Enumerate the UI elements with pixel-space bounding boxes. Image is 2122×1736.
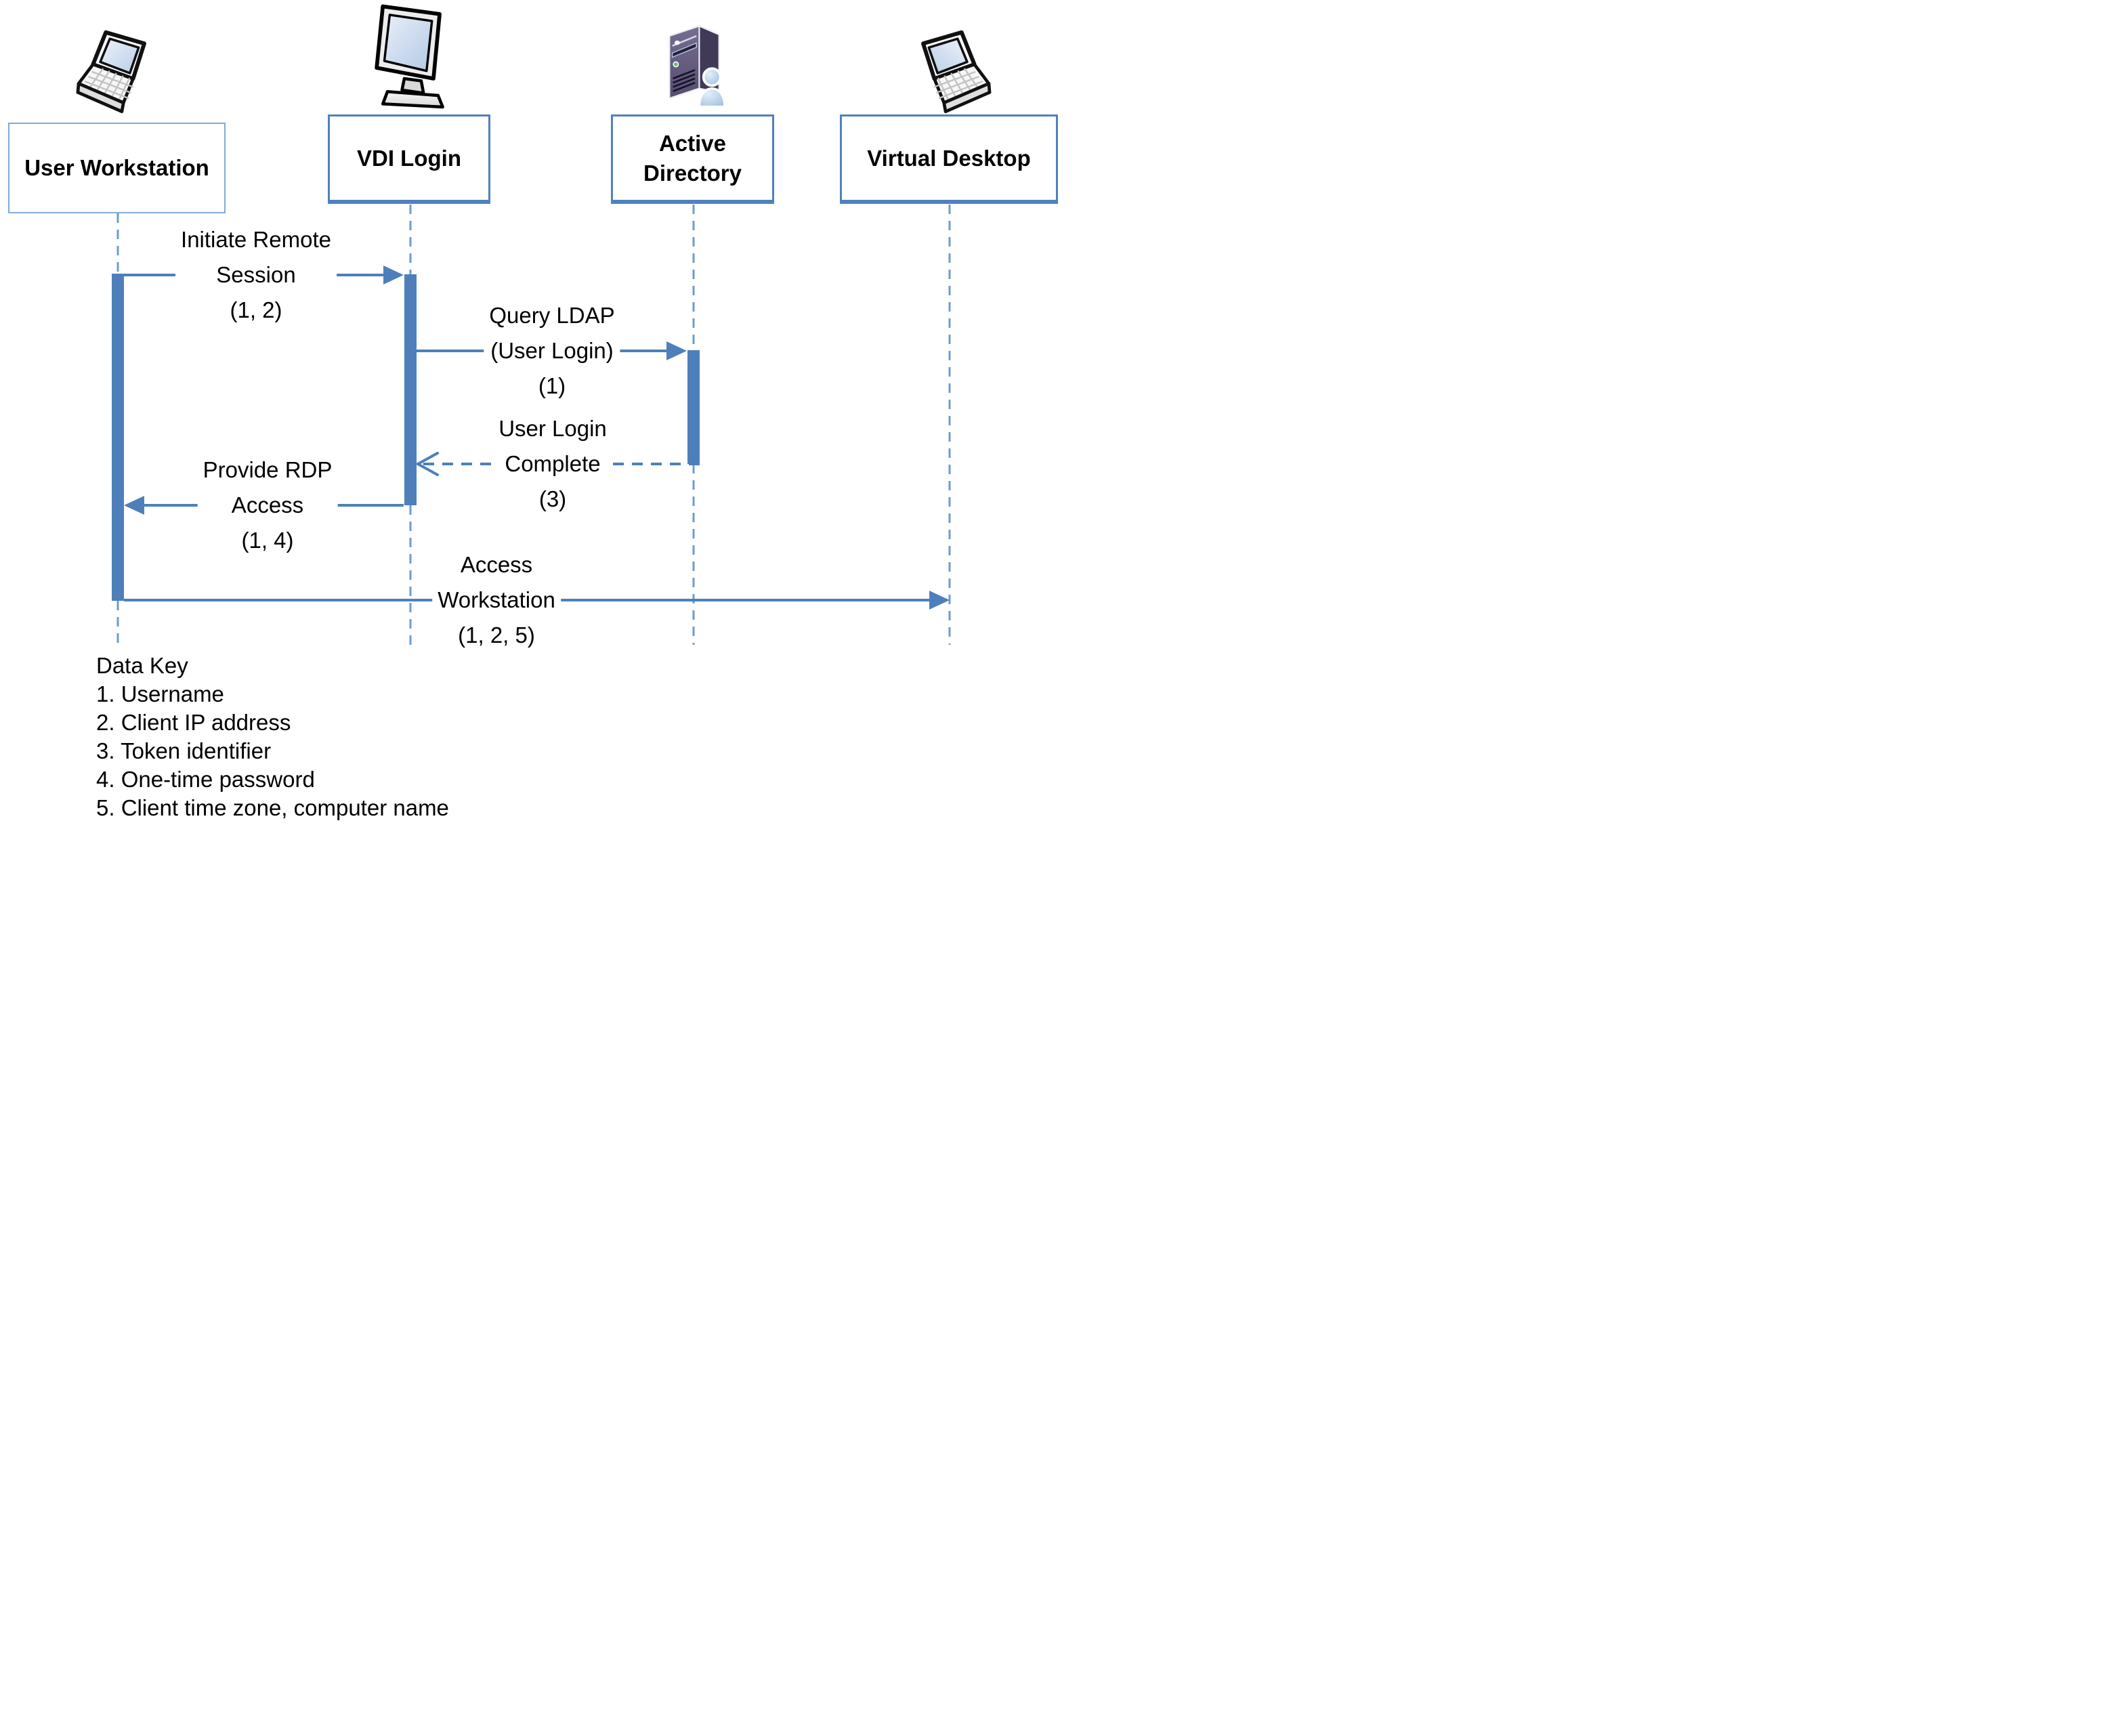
- message-line: Session: [216, 262, 296, 287]
- data-key-title: Data Key: [96, 653, 188, 678]
- data-key-item: 3. Token identifier: [96, 738, 272, 763]
- activation-bar-user-workstation: [112, 274, 124, 601]
- message-line: (User Login): [490, 338, 614, 363]
- arrowhead-provide-rdp-access: [124, 496, 144, 515]
- data-key-item: 5. Client time zone, computer name: [96, 795, 449, 820]
- actor-label: User Workstation: [24, 155, 209, 180]
- message-line: Initiate Remote: [181, 227, 331, 252]
- actor-label: VDI Login: [357, 145, 461, 171]
- message-line: Workstation: [438, 587, 555, 612]
- activation-bar-active-directory: [687, 350, 700, 464]
- sequence-diagram: User Workstation VDI Login Active Direct…: [0, 0, 1061, 868]
- data-key-item: 4. One-time password: [96, 767, 315, 792]
- activation-bar-vdi-login: [404, 274, 417, 505]
- laptop-icon: [921, 30, 992, 114]
- message-line: Access: [460, 552, 533, 577]
- arrowhead-initiate-remote-session: [383, 266, 404, 284]
- actor-box-active-directory: Active Directory: [611, 114, 774, 204]
- monitor-icon: [375, 4, 444, 109]
- message-line: User Login: [498, 416, 607, 441]
- data-key-item: 2. Client IP address: [96, 710, 291, 735]
- server-user-icon: [669, 25, 726, 108]
- actor-label: Active Directory: [643, 130, 742, 186]
- message-line: Access: [231, 492, 304, 517]
- message-label-access-workstation: Access Workstation (1, 2, 5): [432, 547, 561, 653]
- message-line: (1, 4): [241, 528, 294, 553]
- message-label-query-ldap: Query LDAP (User Login) (1): [484, 298, 620, 404]
- message-line: (1, 2): [230, 297, 282, 322]
- message-line: (1): [538, 373, 566, 398]
- actor-box-user-workstation: User Workstation: [8, 123, 226, 213]
- message-label-provide-rdp-access: Provide RDP Access (1, 4): [197, 452, 338, 558]
- data-key-legend: Data Key 1. Username 2. Client IP addres…: [96, 652, 449, 822]
- actor-box-virtual-desktop: Virtual Desktop: [840, 114, 1058, 204]
- actor-label: Virtual Desktop: [867, 145, 1031, 171]
- message-line: Complete: [505, 451, 601, 476]
- message-line: (1, 2, 5): [458, 622, 535, 648]
- message-line: Provide RDP: [203, 457, 333, 482]
- message-label-user-login-complete: User Login Complete (3): [493, 411, 612, 517]
- arrowhead-user-login-complete: [415, 452, 439, 476]
- data-key-item: 1. Username: [96, 681, 224, 706]
- message-label-initiate-remote-session: Initiate Remote Session (1, 2): [175, 222, 337, 328]
- arrowhead-query-ldap: [666, 341, 687, 360]
- actor-box-vdi-login: VDI Login: [328, 114, 490, 204]
- message-line: (3): [538, 486, 567, 511]
- message-line: Query LDAP: [489, 303, 615, 328]
- laptop-icon: [76, 30, 146, 114]
- arrowhead-access-workstation: [929, 591, 950, 610]
